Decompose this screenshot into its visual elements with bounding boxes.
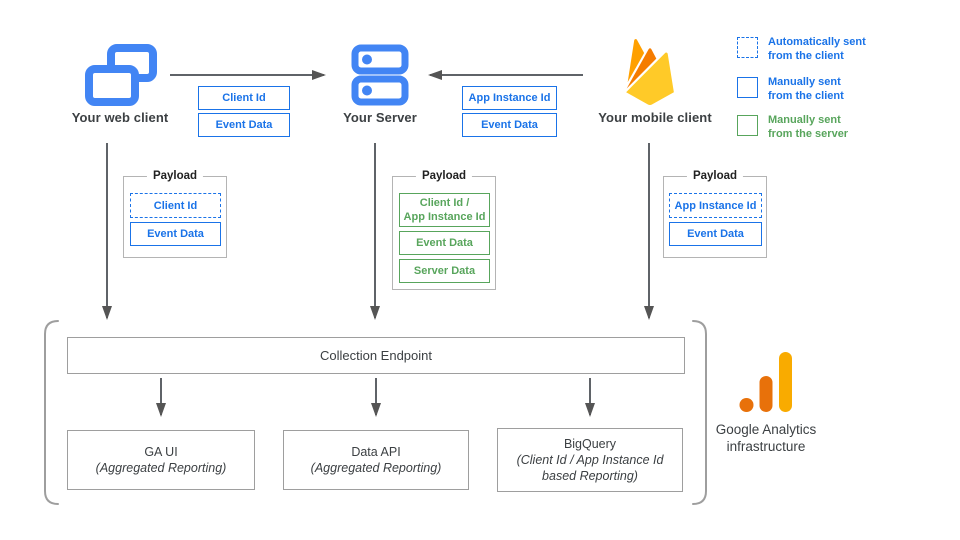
firebase-icon: [617, 36, 683, 108]
legend-swatch-auto-client: [737, 37, 758, 58]
legend-label-line: Manually sent: [768, 114, 841, 126]
payload-server-ids-line1: Client Id /: [419, 197, 470, 209]
transfer-mobile-app-instance-id: App Instance Id: [462, 86, 557, 110]
payload-web-client-id: Client Id: [130, 193, 221, 218]
transfer-web-event-data: Event Data: [198, 113, 290, 137]
brand-line1: Google Analytics: [715, 422, 817, 437]
payload-server-server-data: Server Data: [399, 259, 490, 283]
server-icon: [351, 44, 409, 106]
legend-label-line: from the client: [768, 89, 844, 102]
output-data-api-box: Data API (Aggregated Reporting): [283, 430, 469, 490]
legend-label-manual-client: Manually sent from the client: [768, 76, 908, 103]
legend-swatch-manual-client: [737, 77, 758, 98]
output-bigquery-title: BigQuery: [563, 437, 617, 451]
output-bigquery-box: BigQuery (Client Id / App Instance Id ba…: [497, 428, 683, 492]
payload-server: Payload Client Id / App Instance Id Even…: [392, 170, 496, 290]
brand-line2: infrastructure: [726, 439, 806, 454]
output-data-api-subtitle: (Aggregated Reporting): [310, 461, 442, 475]
mobile-client-label: Your mobile client: [598, 110, 712, 125]
payload-mobile-app-instance-id: App Instance Id: [669, 193, 762, 218]
collection-endpoint-box: Collection Endpoint: [67, 337, 685, 374]
legend-label-auto-client: Automatically sent from the client: [768, 36, 908, 63]
web-client-label: Your web client: [71, 110, 169, 125]
payload-mobile-title: Payload: [686, 170, 744, 182]
infrastructure-bracket-left: [44, 320, 59, 505]
output-ga-ui-subtitle: (Aggregated Reporting): [95, 461, 227, 475]
payload-mobile: Payload App Instance Id Event Data: [663, 170, 767, 258]
transfer-mobile-event-data: Event Data: [462, 113, 557, 137]
legend-label-line: Automatically sent: [768, 36, 866, 48]
transfer-web-client-id: Client Id: [198, 86, 290, 110]
payload-mobile-event-data: Event Data: [669, 222, 762, 246]
infrastructure-bracket-right: [692, 320, 707, 505]
legend-label-line: from the server: [768, 127, 849, 140]
output-data-api-title: Data API: [351, 445, 401, 459]
server-label: Your Server: [343, 110, 417, 125]
legend-label-line: from the client: [768, 49, 844, 62]
payload-web-event-data: Event Data: [130, 222, 221, 246]
payload-server-title: Payload: [415, 170, 473, 182]
legend-swatch-manual-server: [737, 115, 758, 136]
payload-web-title: Payload: [146, 170, 204, 182]
web-client-icon: [84, 42, 158, 106]
payload-web: Payload Client Id Event Data: [123, 170, 227, 258]
payload-server-ids-line2: App Instance Id: [403, 211, 486, 223]
output-bigquery-subtitle: (Client Id / App Instance Id based Repor…: [516, 453, 664, 483]
payload-server-ids: Client Id / App Instance Id: [399, 193, 490, 227]
legend-label-manual-server: Manually sent from the server: [768, 114, 908, 141]
legend-label-line: Manually sent: [768, 76, 841, 88]
google-analytics-logo-icon: [739, 351, 793, 413]
output-ga-ui-title: GA UI: [144, 445, 178, 459]
google-analytics-infrastructure-label: Google Analytics infrastructure: [690, 421, 842, 455]
output-ga-ui-box: GA UI (Aggregated Reporting): [67, 430, 255, 490]
payload-server-event-data: Event Data: [399, 231, 490, 255]
